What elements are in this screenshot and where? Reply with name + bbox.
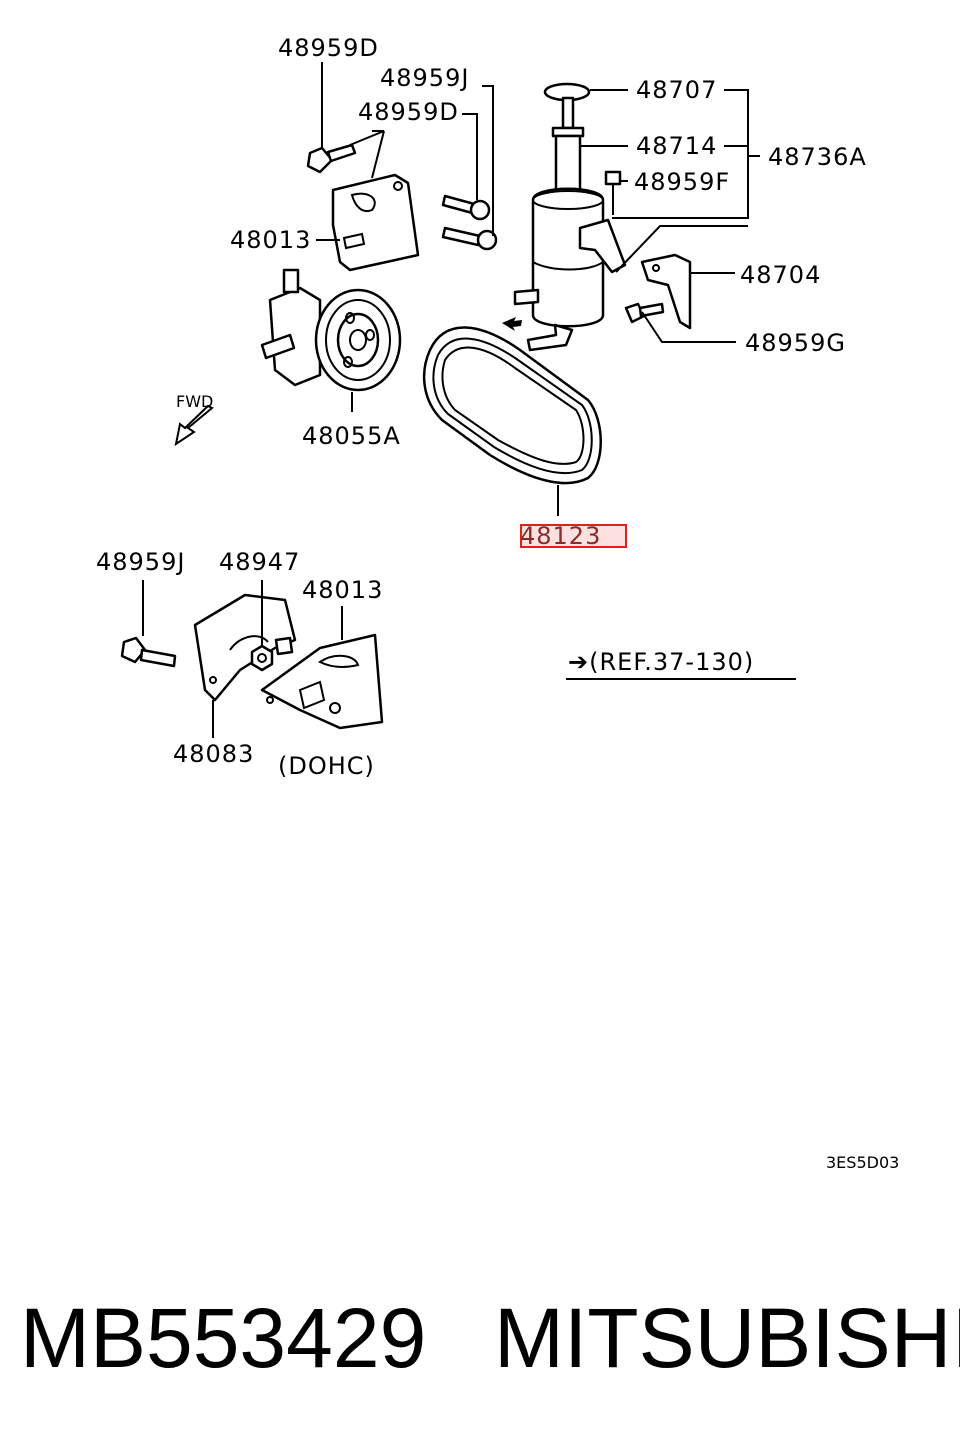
bolt-48959J-mid [441,194,491,221]
bracket-48083 [193,593,297,702]
bolt-48959G [624,302,665,324]
brand-name: MITSUBISHI [494,1291,960,1385]
pump-48055A [260,268,402,392]
label-48123: 48123 [520,522,601,550]
bolt-48959J-bot [120,636,177,668]
highlight-box [520,524,627,548]
bracket-48013-bot [260,633,384,730]
label-48714: 48714 [636,132,717,160]
part-number: MB553429 [20,1291,427,1385]
label-48959F: 48959F [634,168,730,196]
label-48947: 48947 [219,548,300,576]
leader-lines [142,62,760,738]
label-48959J-top: 48959J [380,64,469,92]
label-48013-top: 48013 [230,226,311,254]
reservoir-48736A [513,82,627,352]
label-48055A: 48055A [302,422,401,450]
belt-48123 [422,326,602,485]
label-48959G: 48959G [745,329,846,357]
label-ref: ➔(REF.37-130) [568,648,754,676]
bracket-48704 [640,253,692,330]
label-fwd: FWD [176,392,213,411]
label-48736A: 48736A [768,143,867,171]
label-48959J-bot: 48959J [96,548,185,576]
part-labels: 48959D 48959J 48959D 48707 48714 48736A … [96,34,899,1172]
label-48959D-mid: 48959D [358,98,459,126]
fwd-arrow-icon [174,404,214,447]
bolt-48959D-top [306,143,357,174]
label-dohc: (DOHC) [278,752,375,780]
label-diagram-code: 3ES5D03 [826,1153,899,1172]
label-48707: 48707 [636,76,717,104]
nut-48947 [250,636,294,672]
label-48959D-top: 48959D [278,34,379,62]
label-48013-bot: 48013 [302,576,383,604]
bolt-48959F [604,170,622,215]
direction-arrow-icon [502,317,522,331]
label-48083: 48083 [173,740,254,768]
footer: MB553429 MITSUBISHI [20,1290,960,1390]
bolt-48959D-mid [441,226,498,251]
label-48704: 48704 [740,261,821,289]
bracket-48013-top [331,173,420,272]
